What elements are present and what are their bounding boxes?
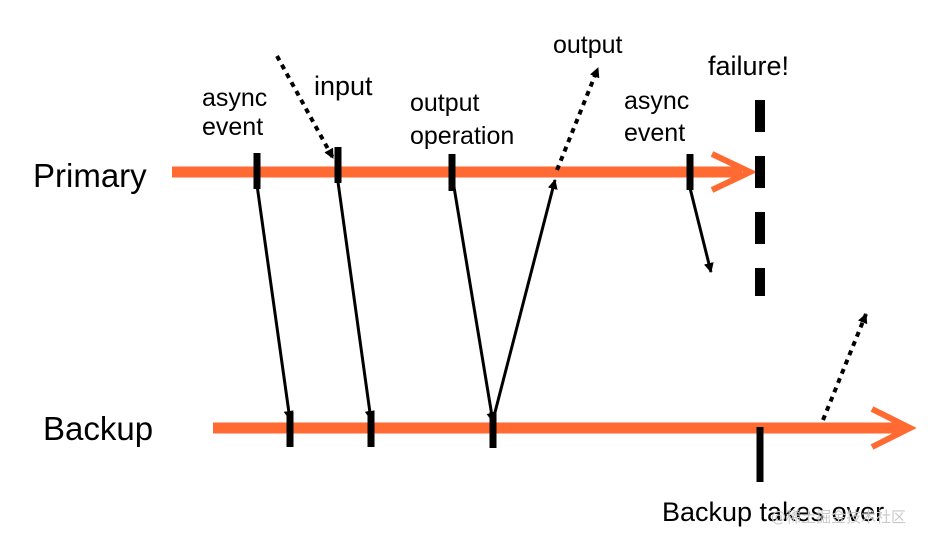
arrow-input-to-backup (336, 181, 375, 421)
arrow-lost-async-event (688, 187, 714, 273)
async-event-2-line-1: async (624, 87, 689, 115)
dotted-backup-output-arrow (821, 313, 868, 421)
primary-ticks (253, 147, 694, 191)
external-arrows (275, 55, 868, 421)
backup-takes-over-label: Backup takes over (662, 497, 884, 527)
async-event-1-line-1: async (202, 84, 267, 112)
primary-timeline (172, 151, 758, 193)
dotted-output-arrow (555, 67, 600, 171)
input-label: input (314, 71, 373, 101)
async-event-2-line-2: event (624, 119, 685, 147)
output-operation-line-1: output (410, 89, 480, 117)
primary-label: Primary (33, 157, 147, 194)
backup-timeline-arrowhead (870, 406, 917, 450)
log-arrows (255, 179, 714, 423)
output-label: output (553, 31, 623, 59)
async-event-1-label: async event (202, 84, 274, 141)
arrow-backup-ack-to-primary (491, 179, 558, 421)
failure-label: failure! (708, 51, 789, 81)
backup-ticks (286, 411, 764, 482)
primary-timeline-arrowhead (710, 151, 758, 193)
output-operation-line-2: operation (410, 122, 514, 150)
arrow-async-event-to-backup (255, 184, 294, 421)
async-event-2-label: async event (624, 87, 696, 147)
backup-timeline (213, 406, 917, 450)
backup-label: Backup (43, 410, 153, 447)
arrow-output-op-to-backup (452, 186, 497, 423)
output-operation-label: output operation (410, 89, 514, 150)
async-event-1-line-2: event (202, 113, 263, 141)
watermark: @稀土掘金技术社区 (771, 508, 906, 526)
